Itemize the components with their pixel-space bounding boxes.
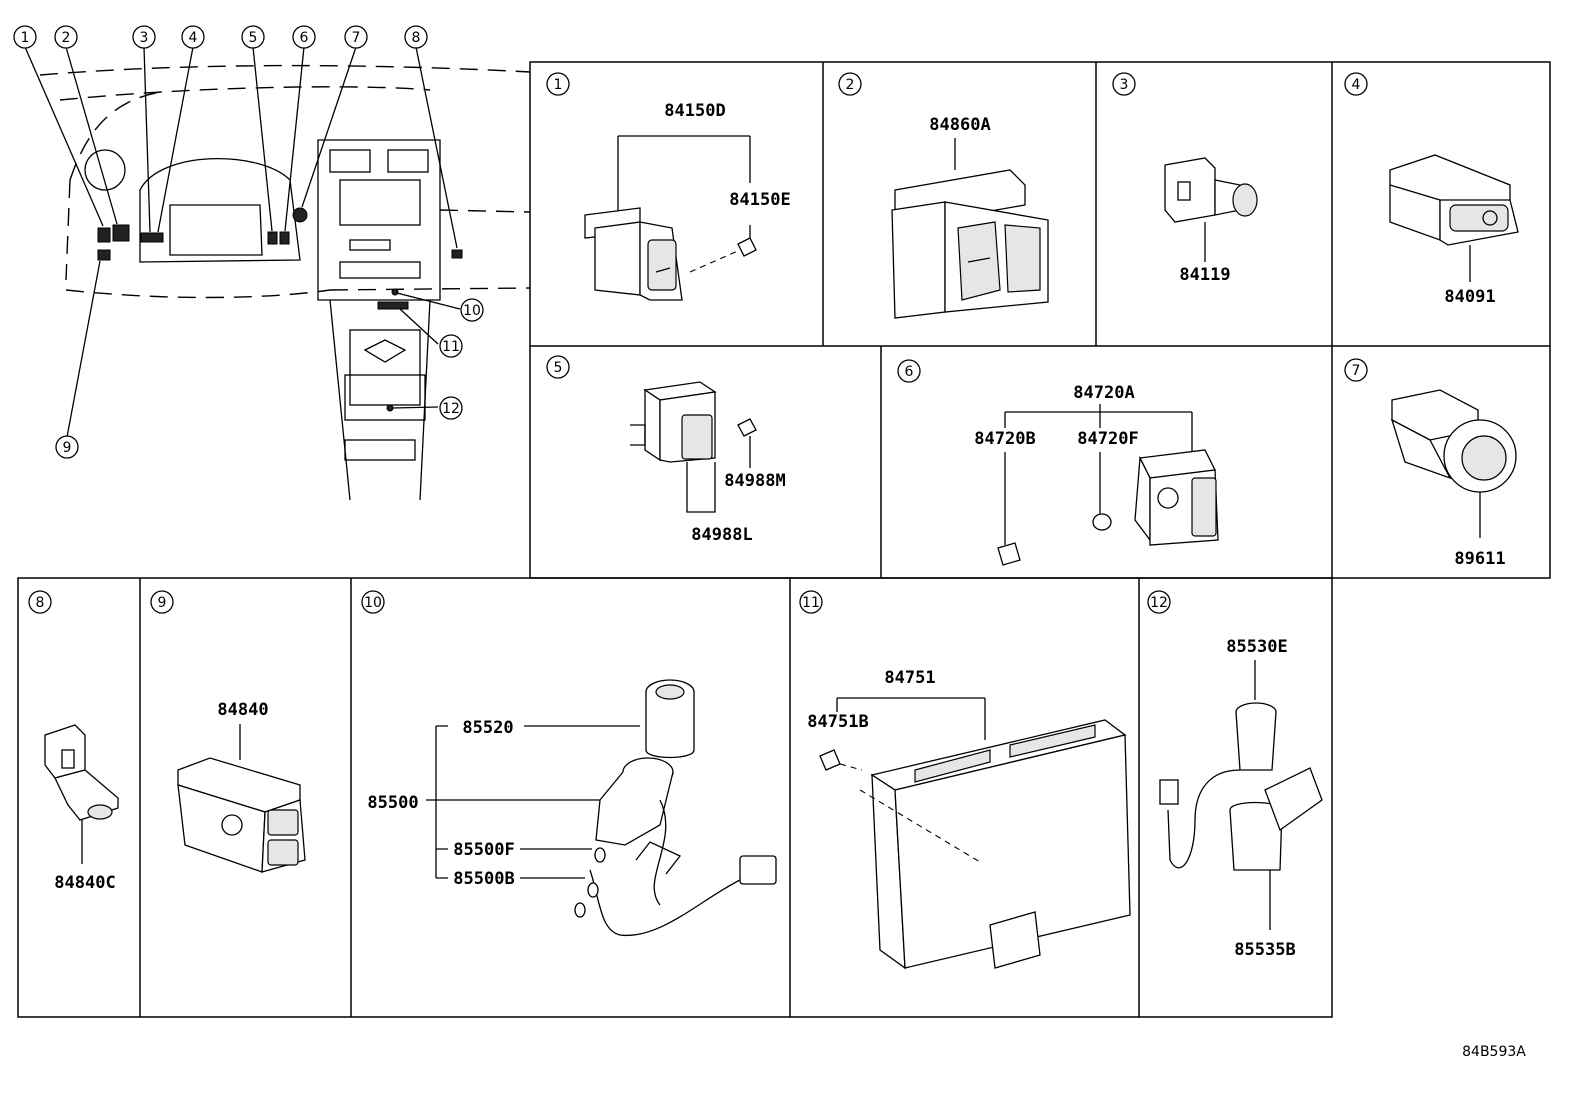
lighter-part [645, 679, 695, 759]
panel-9: 9 84840 [150, 590, 306, 873]
panel-number: 10 [364, 595, 382, 611]
callout-11: 11 [442, 339, 460, 355]
part-label: 84840 [217, 700, 268, 720]
switch-part [177, 757, 306, 873]
part-label: 85535B [1234, 940, 1295, 960]
panel-1: 1 84150D 84150E [546, 72, 791, 301]
callout-10: 10 [463, 303, 481, 319]
panel-2: 2 84860A [838, 72, 1049, 319]
part-label: 84119 [1179, 265, 1230, 285]
switch-part [891, 169, 1049, 319]
panel-grid [17, 61, 1551, 1018]
part-label: 84988M [724, 471, 785, 491]
callout-3: 3 [140, 30, 149, 46]
callout-5: 5 [249, 30, 258, 46]
part-label: 85500B [453, 869, 514, 889]
callout-8: 8 [412, 30, 421, 46]
panel-number: 11 [802, 595, 820, 611]
control-unit-part [859, 719, 1131, 970]
callout-9: 9 [63, 440, 72, 456]
callout-4: 4 [189, 30, 198, 46]
bulb-part [819, 749, 841, 771]
panel-number: 9 [158, 595, 167, 611]
switch-part [1134, 449, 1219, 546]
socket-part [1159, 702, 1323, 871]
part-label: 84988L [691, 525, 752, 545]
bulb-part [737, 225, 757, 257]
part-label: 84720A [1073, 383, 1134, 403]
overview-callouts: 1 2 3 4 5 6 7 8 9 10 11 12 [13, 25, 484, 459]
panel-number: 1 [554, 77, 563, 93]
part-label: 84150D [664, 101, 725, 121]
bulb-part [997, 513, 1112, 566]
callout-12: 12 [442, 401, 460, 417]
callout-1: 1 [21, 30, 30, 46]
part-label: 84751B [807, 712, 868, 732]
panel-5: 5 84988M 84988L [546, 355, 786, 545]
part-label: 84840C [54, 873, 115, 893]
part-label: 84751 [884, 668, 935, 688]
panel-number: 8 [36, 595, 45, 611]
part-label: 84150E [729, 190, 790, 210]
switch-part [44, 724, 119, 821]
switch-part [630, 381, 717, 463]
socket-part [595, 757, 674, 906]
start-button-part [1390, 389, 1517, 493]
panel-number: 12 [1150, 595, 1168, 611]
part-label: 85500 [367, 793, 418, 813]
dial-part [1164, 157, 1258, 223]
panel-number: 5 [554, 360, 563, 376]
part-label: 84091 [1444, 287, 1495, 307]
dashboard-overview [24, 46, 531, 501]
panel-number: 7 [1352, 363, 1361, 379]
panel-7: 7 89611 [1344, 358, 1517, 569]
part-label: 89611 [1454, 549, 1505, 569]
part-label: 84720B [974, 429, 1035, 449]
switch-part [584, 207, 683, 301]
part-label: 84860A [929, 115, 990, 135]
panel-8: 8 84840C [28, 590, 119, 893]
panel-4: 4 84091 [1344, 72, 1519, 307]
diagram-reference-code: 84B593A [1462, 1044, 1526, 1060]
part-label: 84720F [1077, 429, 1138, 449]
panel-number: 6 [905, 364, 914, 380]
panel-number: 4 [1352, 77, 1361, 93]
harness-part [574, 841, 777, 936]
panel-6: 6 84720A 84720B 84720F [897, 359, 1219, 566]
panel-12: 12 85530E 85535B [1147, 590, 1323, 960]
panel-10: 10 85520 85500 85500F 85500B [361, 590, 777, 936]
panel-number: 2 [846, 77, 855, 93]
part-label: 85530E [1226, 637, 1287, 657]
bulb-part [737, 418, 757, 437]
callout-2: 2 [62, 30, 71, 46]
switch-part [1389, 154, 1519, 246]
part-label: 85500F [453, 840, 514, 860]
panel-3: 3 84119 [1112, 72, 1258, 285]
callout-7: 7 [352, 30, 361, 46]
part-label: 85520 [462, 718, 513, 738]
panel-11: 11 84751 84751B [799, 590, 1131, 970]
panel-number: 3 [1120, 77, 1129, 93]
callout-6: 6 [300, 30, 309, 46]
